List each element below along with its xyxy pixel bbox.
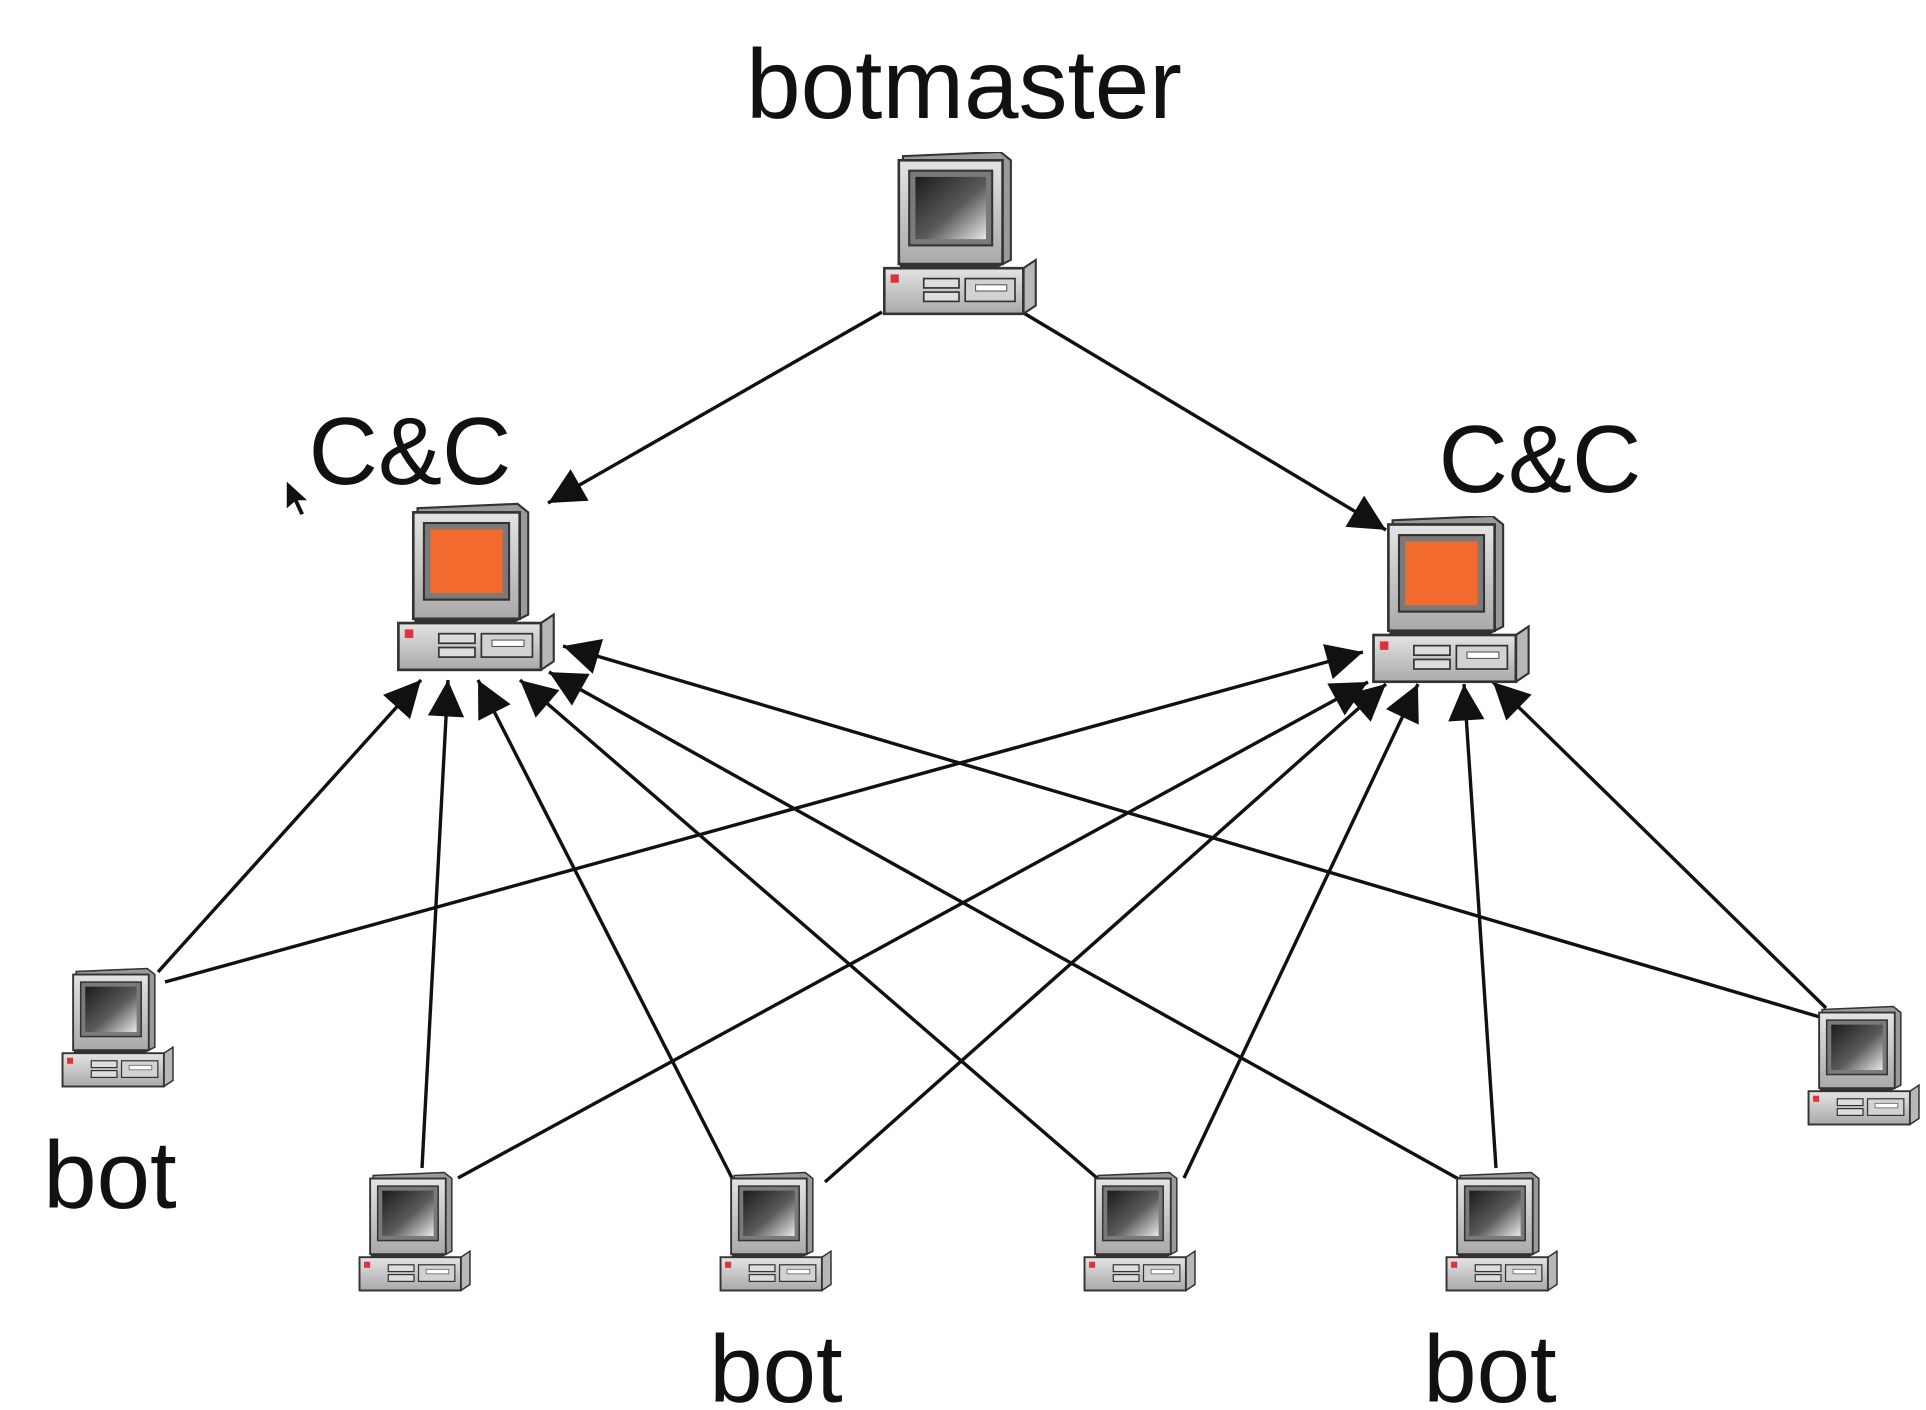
edge-bot-f-to-cc-left: [562, 638, 1831, 1022]
nodes: [61, 152, 1920, 1292]
cc-left-label: C&C: [309, 398, 512, 505]
edge-bot-c-to-cc-right: [823, 682, 1388, 1184]
edge-bot-d-to-cc-right: [1182, 683, 1420, 1179]
bot-a-computer-icon: [61, 967, 174, 1088]
cc-right-computer-icon: [1372, 516, 1530, 684]
bot-a-label: bot: [43, 1122, 176, 1229]
bot-f-computer-icon: [1807, 1005, 1920, 1126]
edge-bot-f-to-cc-right: [1491, 680, 1828, 1010]
labels: botmaster C&C C&C bot bot bot: [43, 29, 1641, 1410]
cc-right-label: C&C: [1439, 406, 1642, 513]
edge-bot-b-to-cc-right: [457, 680, 1369, 1180]
bot-c-label: bot: [709, 1316, 842, 1410]
edge-bot-b-to-cc-left: [420, 679, 465, 1169]
edge-bot-c-to-cc-left: [476, 679, 734, 1179]
edge-bot-a-to-cc-right: [164, 644, 1364, 984]
edge-botmaster-to-cc-right: [1021, 310, 1387, 532]
edge-bot-a-to-cc-left: [156, 678, 423, 974]
edges: [156, 310, 1831, 1184]
botmaster-computer-icon: [882, 152, 1038, 316]
edge-bot-e-to-cc-left: [548, 670, 1465, 1184]
botmaster-label: botmaster: [746, 29, 1182, 139]
edge-bot-e-to-cc-right: [1448, 683, 1498, 1169]
edge-bot-d-to-cc-left: [518, 678, 1099, 1180]
cc-left-computer-icon: [397, 502, 556, 672]
mouse-pointer-icon: [285, 478, 311, 517]
edge-botmaster-to-cc-left: [547, 310, 883, 505]
bot-b-computer-icon: [358, 1171, 471, 1292]
bot-e-computer-icon: [1445, 1171, 1558, 1292]
bot-d-computer-icon: [1083, 1171, 1196, 1292]
bot-e-label: bot: [1423, 1316, 1556, 1410]
bot-c-computer-icon: [719, 1171, 832, 1292]
